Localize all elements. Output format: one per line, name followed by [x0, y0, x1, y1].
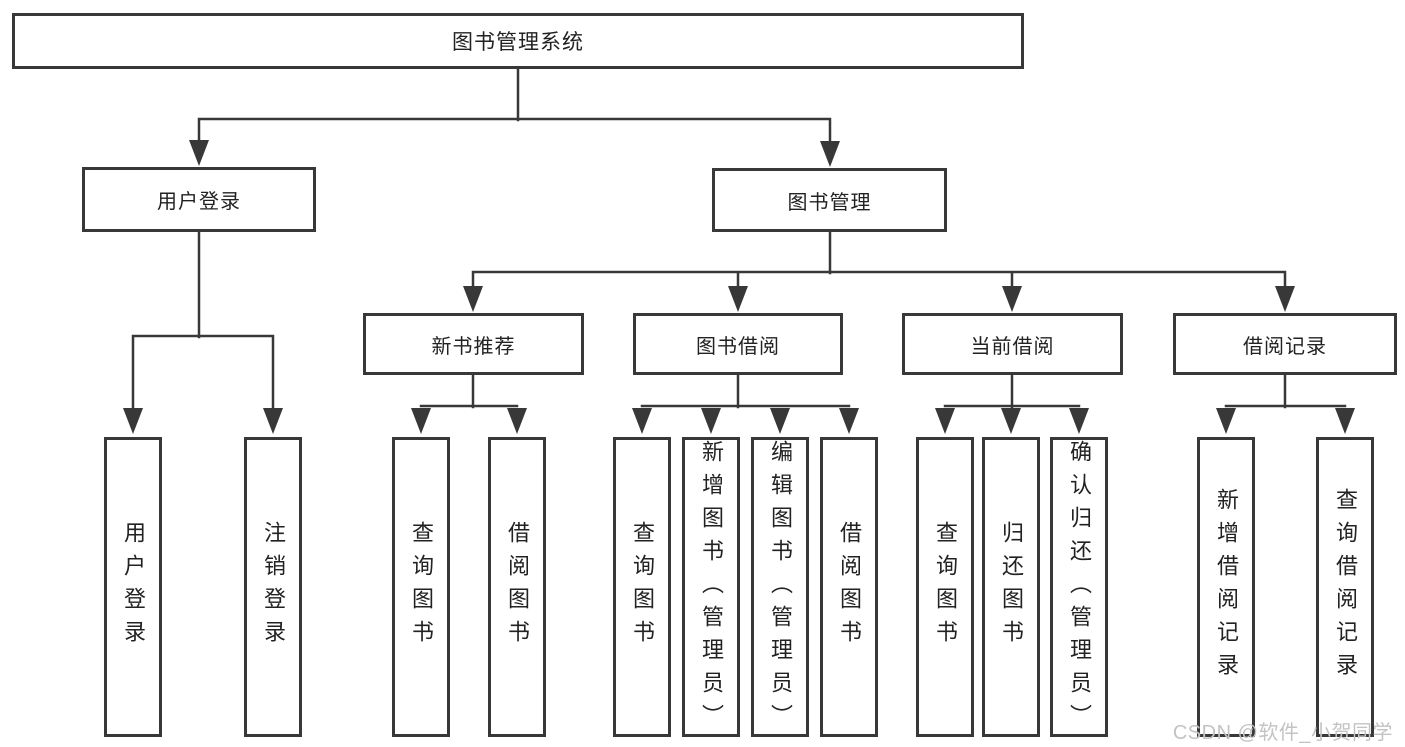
leaf-edit-books-admin: 编辑图书（管理员）: [751, 437, 809, 737]
leaf-query-books-current-label: 查询图书: [933, 521, 958, 653]
node-book-management: 图书管理: [712, 168, 947, 232]
node-book-borrowing: 图书借阅: [633, 313, 843, 375]
leaf-query-books-borrowing-label: 查询图书: [630, 521, 655, 653]
leaf-add-books-admin-label: 新增图书（管理员）: [699, 440, 724, 737]
leaf-add-borrow-record-label: 新增借阅记录: [1214, 488, 1239, 686]
leaf-edit-books-admin-label: 编辑图书（管理员）: [768, 440, 793, 737]
node-new-book-recommendation: 新书推荐: [363, 313, 584, 375]
node-borrowing-records: 借阅记录: [1173, 313, 1397, 375]
node-user-login: 用户登录: [82, 167, 316, 232]
leaf-logout: 注销登录: [244, 437, 302, 737]
leaf-borrow-books-recommend: 借阅图书: [488, 437, 546, 737]
leaf-borrow-books-borrowing-label: 借阅图书: [837, 521, 862, 653]
leaf-return-books: 归还图书: [982, 437, 1040, 737]
leaf-borrow-books-borrowing: 借阅图书: [820, 437, 878, 737]
leaf-confirm-return-admin: 确认归还（管理员）: [1050, 437, 1108, 737]
leaf-user-login-label: 用户登录: [121, 521, 146, 653]
node-current-borrowing: 当前借阅: [902, 313, 1123, 375]
leaf-add-books-admin: 新增图书（管理员）: [682, 437, 740, 737]
leaf-confirm-return-admin-label: 确认归还（管理员）: [1067, 440, 1092, 737]
leaf-query-books-borrowing: 查询图书: [613, 437, 671, 737]
leaf-query-books-current: 查询图书: [916, 437, 974, 737]
watermark: CSDN @软件_小贺同学: [1172, 722, 1393, 744]
node-library-management-system: 图书管理系统: [12, 13, 1024, 69]
leaf-user-login: 用户登录: [104, 437, 162, 737]
leaf-add-borrow-record: 新增借阅记录: [1197, 437, 1255, 737]
leaf-query-borrow-record-label: 查询借阅记录: [1333, 488, 1358, 686]
leaf-query-books-recommend-label: 查询图书: [409, 521, 434, 653]
leaf-return-books-label: 归还图书: [999, 521, 1024, 653]
leaf-logout-label: 注销登录: [261, 521, 286, 653]
leaf-borrow-books-recommend-label: 借阅图书: [505, 521, 530, 653]
leaf-query-books-recommend: 查询图书: [392, 437, 450, 737]
leaf-query-borrow-record: 查询借阅记录: [1316, 437, 1374, 737]
